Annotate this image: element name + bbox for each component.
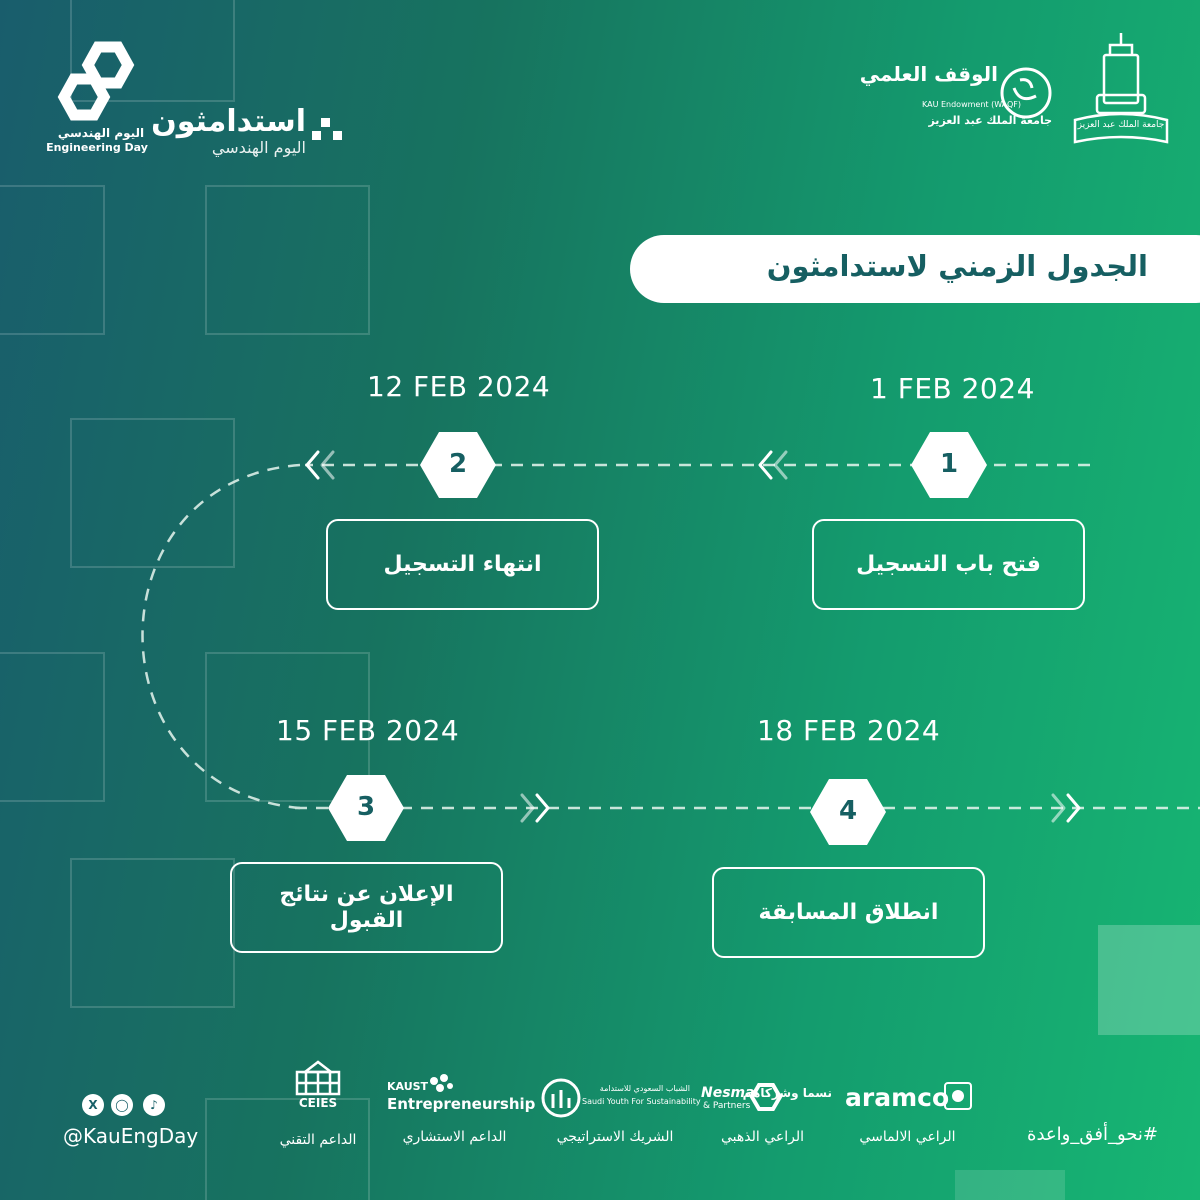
step-1-date: 1 FEB 2024 — [870, 372, 1035, 405]
step-1-label: فتح باب التسجيل — [812, 519, 1085, 610]
step-4-label: انطلاق المسابقة — [712, 867, 985, 958]
istidamathon-subtitle: اليوم الهندسي — [211, 138, 306, 157]
step-4-hexagon — [810, 779, 886, 845]
waqf-university: جامعة الملك عبد العزيز — [928, 114, 1052, 127]
chevron-right-icon — [520, 793, 1081, 823]
bg-square-filled — [955, 1170, 1065, 1200]
sponsor-role-gold: الراعي الذهبي — [720, 1129, 805, 1145]
step-2-hexagon — [420, 432, 496, 498]
saudi-aramco-icon — [944, 1082, 972, 1110]
instagram-icon[interactable]: ◯ — [111, 1094, 133, 1116]
timeline-curve — [141, 463, 301, 810]
bg-square — [70, 418, 235, 568]
step-3-date: 15 FEB 2024 — [276, 714, 460, 747]
hashtag: #نحو_أفق_واعدة — [1027, 1124, 1158, 1145]
step-4-date: 18 FEB 2024 — [757, 714, 941, 747]
waqf-english: KAU Endowment (WAQF) — [922, 100, 1022, 109]
social-handle[interactable]: @KauEngDay — [63, 1124, 199, 1148]
aramco-logo: aramco — [845, 1083, 950, 1112]
kau-logo-text: جامعة الملك عبد العزيز — [1077, 120, 1165, 130]
engineering-day-logo-mark — [57, 41, 135, 121]
engineering-day-arabic: اليوم الهندسي — [57, 126, 145, 140]
kaust-icon — [430, 1074, 453, 1092]
saudi-youth-logo-arabic: الشباب السعودي للاستدامة — [599, 1084, 690, 1093]
nesma-logo-arabic: نسما وشركاهم — [742, 1086, 832, 1100]
bg-square — [0, 185, 105, 335]
istidamathon-logo-mark — [312, 118, 342, 140]
kau-logo-mark — [1073, 33, 1169, 144]
engineering-day-english: Engineering Day — [46, 141, 148, 154]
step-1-hexagon — [911, 432, 987, 498]
sponsor-role-strategic: الشريك الاستراتيجي — [556, 1129, 674, 1145]
step-4-number: 4 — [838, 796, 858, 826]
x-icon[interactable]: X — [82, 1094, 104, 1116]
bg-square — [70, 858, 235, 1008]
bg-square — [70, 0, 235, 102]
step-2-number: 2 — [448, 449, 468, 479]
nesma-hexagon-icon — [749, 1083, 783, 1111]
bg-square — [205, 652, 370, 802]
page-title: الجدول الزمني لاستدامثون — [766, 249, 1148, 283]
bg-square-filled — [1098, 925, 1200, 1035]
chevron-left-icon — [305, 450, 788, 480]
nesma-logo-primary: Nesma — [701, 1085, 755, 1101]
saudi-youth-logo-english: Saudi Youth For Sustainability — [582, 1097, 701, 1106]
istidamathon-name: استدامثون — [151, 104, 306, 139]
bg-square — [0, 652, 105, 802]
sponsor-role-advisory: الداعم الاستشاري — [402, 1129, 507, 1145]
step-2-label: انتهاء التسجيل — [326, 519, 599, 610]
kaust-logo-secondary: Entrepreneurship — [387, 1095, 536, 1113]
step-2-date: 12 FEB 2024 — [367, 370, 551, 403]
kaust-logo-primary: KAUST — [387, 1080, 429, 1093]
waqf-logo-mark — [1000, 67, 1052, 119]
ceies-building-icon — [295, 1060, 341, 1096]
step-1-number: 1 — [939, 449, 959, 479]
waqf-arabic: الوقف العلمي — [859, 62, 998, 86]
sponsor-role-diamond: الراعي الالماسي — [859, 1129, 956, 1145]
title-pill: الجدول الزمني لاستدامثون — [630, 235, 1200, 303]
tiktok-icon[interactable]: ♪ — [143, 1094, 165, 1116]
bg-square — [205, 1098, 370, 1200]
ceies-logo: CEIES — [298, 1096, 338, 1110]
saudi-youth-icon — [541, 1078, 581, 1118]
nesma-logo-secondary: & Partners — [703, 1101, 751, 1111]
step-3-label: الإعلان عن نتائج القبول — [230, 862, 503, 953]
sponsor-role-technical: الداعم التقني — [279, 1132, 357, 1148]
step-3-hexagon — [328, 775, 404, 841]
bg-square — [205, 185, 370, 335]
step-3-number: 3 — [356, 792, 376, 822]
